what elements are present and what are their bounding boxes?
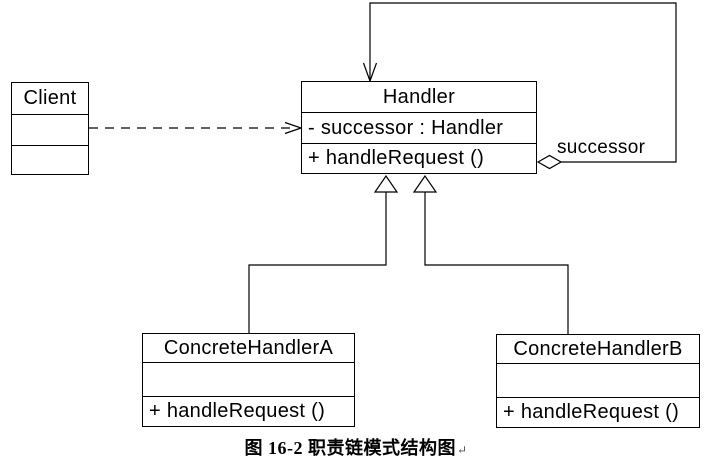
open-arrowhead-icon	[362, 62, 378, 82]
inheritance-triangle-icon	[373, 174, 399, 193]
attributes-compartment	[143, 363, 354, 397]
attributes-compartment	[12, 115, 88, 146]
paragraph-return-mark: ↵	[456, 443, 468, 457]
class-name: Client	[12, 83, 88, 115]
aggregation-diamond-icon	[536, 154, 563, 170]
attributes-compartment: - successor : Handler	[302, 113, 536, 144]
attributes-compartment	[497, 364, 699, 398]
self-association-successor	[362, 2, 677, 170]
figure-caption-text: 图 16-2 职责链模式结构图	[244, 438, 456, 458]
inheritance-line-b	[424, 192, 569, 334]
class-box-client: Client	[11, 82, 89, 175]
inheritance-line-a	[248, 192, 387, 333]
inheritance-connector-a	[248, 174, 399, 333]
open-arrowhead-icon	[284, 121, 302, 135]
methods-compartment: + handleRequest ()	[308, 147, 485, 169]
methods-compartment	[12, 146, 88, 174]
dependency-arrow	[89, 121, 302, 135]
class-box-concrete-handler-a: ConcreteHandlerA + handleRequest ()	[142, 333, 355, 427]
self-association-line	[369, 2, 677, 163]
class-name: Handler	[302, 82, 536, 113]
class-name: ConcreteHandlerB	[497, 335, 699, 364]
association-label-successor: successor	[557, 137, 646, 158]
class-box-handler: Handler - successor : Handler + handleRe…	[301, 81, 537, 174]
class-name: ConcreteHandlerA	[143, 334, 354, 363]
methods-compartment: + handleRequest ()	[149, 400, 326, 422]
inheritance-connector-b	[412, 174, 569, 334]
methods-compartment: + handleRequest ()	[503, 401, 680, 423]
inheritance-triangle-icon	[412, 174, 438, 193]
class-box-concrete-handler-b: ConcreteHandlerB + handleRequest ()	[496, 334, 700, 428]
figure-caption: 图 16-2 职责链模式结构图↵	[0, 434, 712, 460]
